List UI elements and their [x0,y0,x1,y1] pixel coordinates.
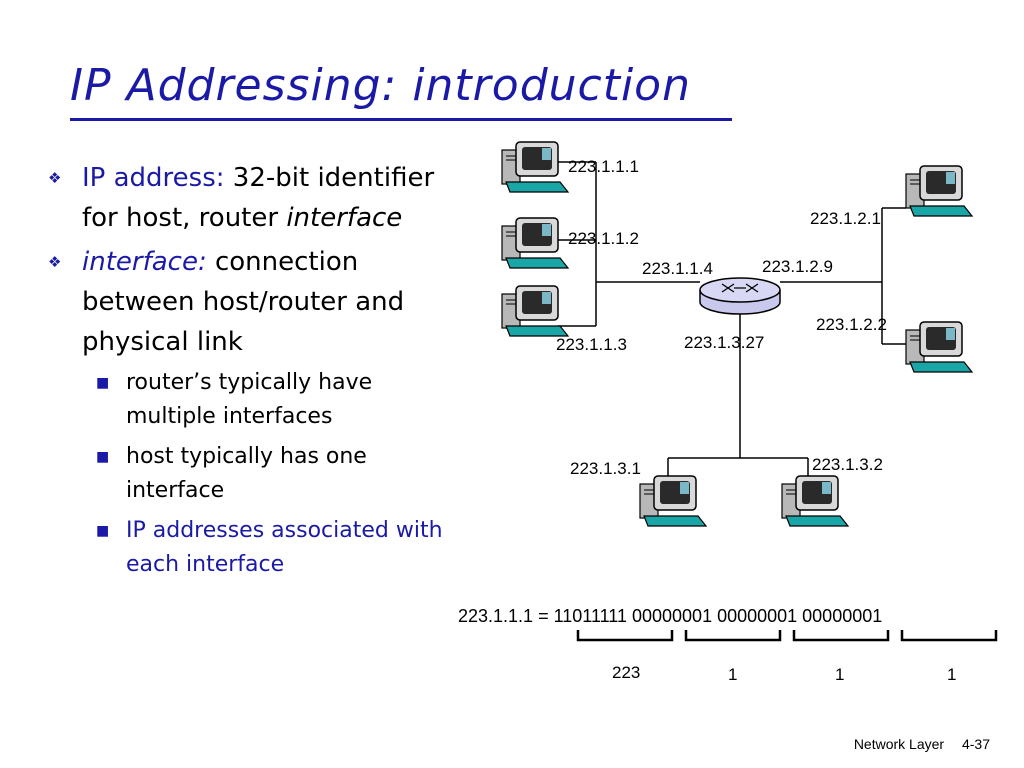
ip-label: 223.1.3.1 [570,459,641,478]
host-computer-icon [501,285,569,337]
bullet-text: 32-bit identifier for host, router [82,163,435,233]
ip-label: 223.1.3.27 [684,333,764,352]
square-bullet-icon: ■ [96,375,110,391]
host-computer-icon [639,475,707,527]
bullet-italic: interface [286,203,403,233]
title-underline [70,118,732,121]
network-diagram: 223.1.1.1 223.1.1.2 223.1.1.3 223.1.1.4 … [458,141,998,684]
sub-bullet-text: host typically has one interface [126,444,367,503]
ip-label: 223.1.2.9 [762,257,833,276]
ip-label: 223.1.1.2 [568,229,639,248]
slide-footer: Network Layer 4-37 [840,736,990,752]
sub-bullet-text: IP addresses associated with each interf… [126,518,443,577]
square-bullet-icon: ■ [96,449,110,465]
bullet-ip-address: ❖ IP address: 32-bit identifier for host… [46,158,466,238]
bullet-term: IP address: [82,163,225,193]
diamond-bullet-icon: ❖ [48,169,62,187]
bullet-term: interface: [82,247,207,277]
footer-section: Network Layer [853,736,945,752]
router-icon [699,277,781,315]
sub-bullet-multiple-interfaces: ■ router’s typically have multiple inter… [46,366,466,434]
host-computer-icon [781,475,849,527]
ip-label: 223.1.1.3 [556,335,627,354]
host-computer-icon [905,165,973,217]
footer-page-number: 4-37 [961,736,990,752]
octet-decimal: 1 [835,665,844,684]
diamond-bullet-icon: ❖ [48,253,62,271]
sub-bullet-text: router’s typically have multiple interfa… [126,370,373,429]
ip-label: 223.1.3.2 [812,455,883,474]
sub-bullet-associated: ■ IP addresses associated with each inte… [46,514,466,582]
octet-decimal: 1 [728,665,737,684]
host-computer-icon [905,321,973,373]
sub-bullet-one-interface: ■ host typically has one interface [46,440,466,508]
host-computer-icon [501,141,569,193]
ip-label: 223.1.2.2 [816,315,887,334]
bullet-interface: ❖ interface: connection between host/rou… [46,242,466,362]
binary-address-line: 223.1.1.1 = 11011111 00000001 00000001 0… [458,606,882,626]
bullet-list: ❖ IP address: 32-bit identifier for host… [46,158,466,588]
ip-label: 223.1.1.1 [568,157,639,176]
ip-label: 223.1.1.4 [642,259,713,278]
host-computer-icon [501,217,569,269]
octet-decimal: 1 [947,665,956,684]
octet-decimal: 223 [612,663,640,682]
bullet-text: connection between host/router and physi… [82,247,405,357]
page-title: IP Addressing: introduction [70,60,691,111]
ip-label: 223.1.2.1 [810,209,881,228]
square-bullet-icon: ■ [96,523,110,539]
